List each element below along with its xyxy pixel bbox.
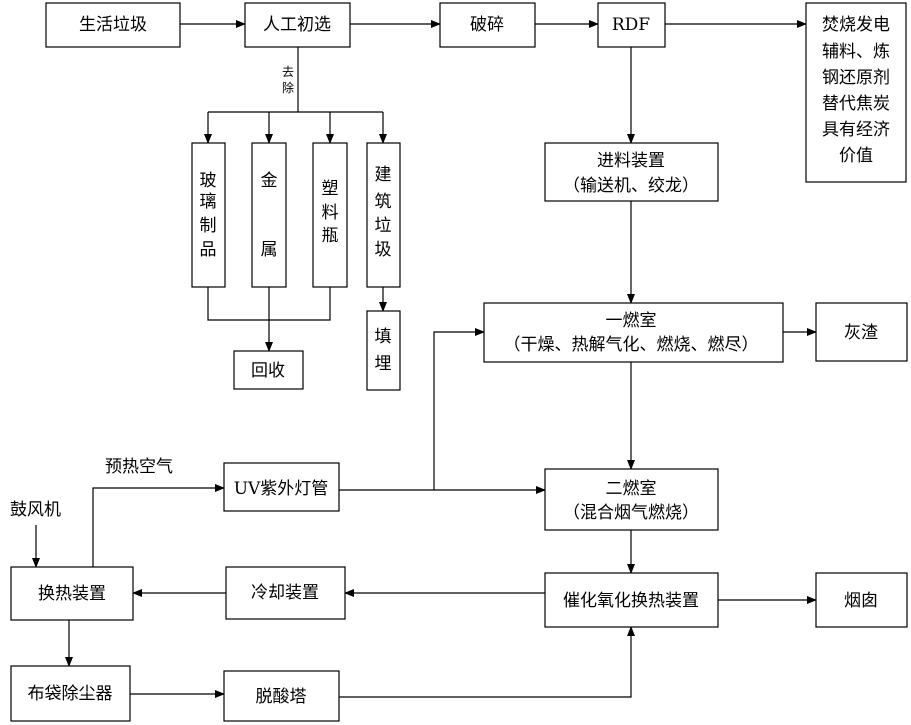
node-heat-exchanger: 换热装置: [10, 566, 134, 621]
rdf-value-line: 替代焦炭: [822, 94, 890, 114]
plastic-char: 料: [322, 203, 339, 223]
node-metal: 金 属: [251, 142, 287, 288]
node-glass: 玻 璃 制 品: [191, 142, 226, 288]
primary-chamber-title: 一燃室: [606, 311, 657, 331]
arrow-to-primary-left: [433, 328, 485, 490]
feeding-device-title: 进料装置: [597, 151, 665, 171]
plastic-char: 瓶: [322, 226, 339, 246]
feeding-device-subtitle: （输送机、绞龙）: [563, 176, 699, 196]
node-manual-sorting: 人工初选: [244, 2, 351, 48]
construction-char: 圾: [375, 240, 392, 260]
arrow-preheated-air: [92, 484, 225, 567]
chimney-label: 烟囱: [844, 591, 878, 611]
node-primary-chamber: 一燃室 （干燥、热解气化、燃烧、燃尽）: [483, 302, 784, 363]
heat-exchanger-label: 换热装置: [38, 584, 106, 604]
node-recycle: 回收: [233, 350, 304, 390]
rdf-value-line: 焚烧发电: [822, 15, 890, 35]
secondary-chamber-title: 二燃室: [606, 479, 657, 499]
construction-char: 建: [375, 165, 392, 185]
node-ash: 灰渣: [815, 302, 908, 362]
node-plastic-bottle: 塑 料 瓶: [312, 142, 348, 288]
blower-label: 鼓风机: [10, 500, 61, 520]
arrow-deacid-to-catalytic: [339, 626, 635, 698]
metal-char: 金: [261, 171, 278, 191]
preheated-air-label: 预热空气: [105, 457, 173, 477]
rdf-label: RDF: [612, 15, 650, 35]
rdf-value-line: 钢还原剂: [822, 68, 890, 88]
uv-lamp-label: UV紫外灯管: [234, 479, 329, 499]
landfill-char: 埋: [375, 354, 392, 374]
secondary-chamber-subtitle: （混合烟气燃烧）: [563, 503, 699, 523]
bag-filter-label: 布袋除尘器: [28, 684, 113, 704]
plastic-char: 塑: [322, 179, 339, 199]
glass-char: 品: [200, 240, 217, 260]
connectors: [32, 20, 817, 698]
primary-chamber-subtitle: （干燥、热解气化、燃烧、燃尽）: [504, 335, 759, 355]
metal-char: 属: [261, 240, 278, 260]
node-deacid-tower: 脱酸塔: [223, 670, 340, 722]
node-feeding-device: 进料装置 （输送机、绞龙）: [544, 142, 719, 202]
node-bag-filter: 布袋除尘器: [10, 665, 131, 722]
ash-label: 灰渣: [844, 323, 878, 343]
cooling-device-label: 冷却装置: [251, 583, 319, 603]
node-uv-lamp: UV紫外灯管: [223, 462, 340, 512]
crushing-label: 破碎: [470, 15, 504, 35]
construction-char: 筑: [375, 192, 392, 212]
node-construction-waste: 建 筑 垃 圾: [366, 142, 401, 288]
glass-char: 玻: [200, 171, 217, 191]
household-waste-label: 生活垃圾: [79, 15, 147, 35]
recycle-label: 回收: [251, 361, 285, 381]
remove-label: 除: [282, 80, 294, 95]
node-cooling-device: 冷却装置: [225, 566, 346, 620]
manual-sorting-label: 人工初选: [263, 15, 331, 35]
rdf-value-line: 具有经济: [822, 120, 890, 140]
deacid-tower-label: 脱酸塔: [256, 687, 307, 707]
node-rdf-value: 焚烧发电 辅料、炼 钢还原剂 替代焦炭 具有经济 价值: [805, 2, 907, 183]
node-rdf: RDF: [597, 2, 666, 48]
catalytic-oxidation-label: 催化氧化换热装置: [563, 591, 699, 611]
rdf-value-line: 辅料、炼: [822, 42, 890, 62]
node-catalytic-oxidation: 催化氧化换热装置: [544, 572, 719, 628]
node-chimney: 烟囱: [815, 572, 908, 628]
node-crushing: 破碎: [439, 2, 536, 48]
glass-char: 璃: [200, 192, 217, 212]
construction-char: 垃: [375, 216, 392, 236]
landfill-char: 填: [375, 327, 392, 347]
glass-char: 制: [200, 216, 217, 236]
rdf-value-line: 价值: [839, 146, 873, 166]
remove-label: 去: [282, 65, 294, 79]
node-secondary-chamber: 二燃室 （混合烟气燃烧）: [544, 468, 719, 531]
node-household-waste: 生活垃圾: [45, 2, 181, 48]
node-landfill: 填 埋: [366, 310, 401, 391]
